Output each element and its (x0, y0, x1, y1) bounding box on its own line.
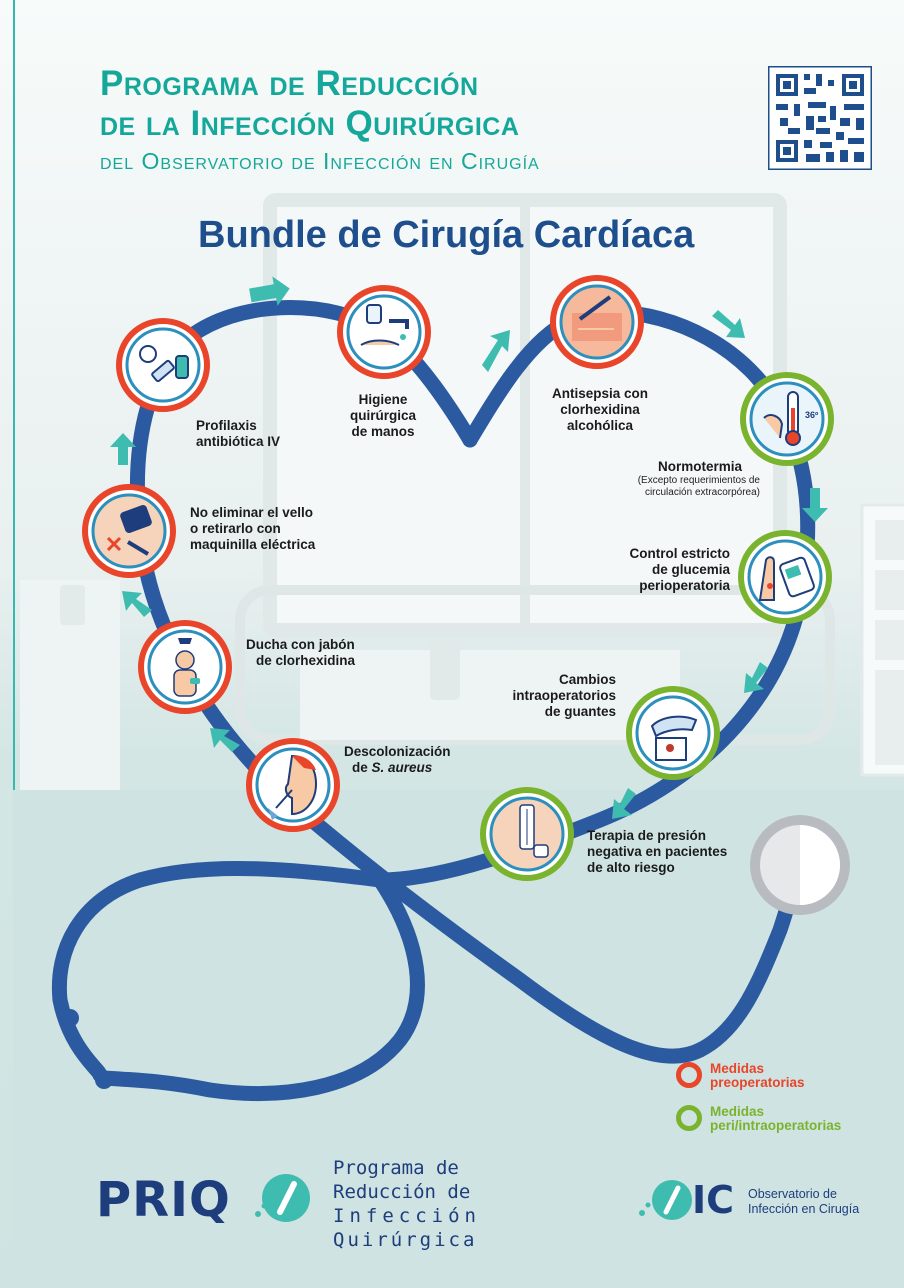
priq-text-line: Infección (333, 1205, 481, 1227)
label-line: de alto riesgo (587, 860, 675, 875)
oic-text-line: Observatorio de (748, 1187, 837, 1201)
poster-title-line2: de la Infección Quirúrgica (100, 104, 520, 143)
label-profilaxis: Profilaxis antibiótica IV (196, 418, 316, 450)
label-ducha: Ducha con jabón de clorhexidina (246, 637, 406, 669)
label-line: Cambios (558, 672, 616, 687)
handwash-icon (337, 285, 431, 379)
legend-periop: Medidas peri/intraoperatorias (710, 1105, 841, 1133)
legend-periop-marker (676, 1105, 702, 1131)
shower-icon (138, 620, 232, 714)
label-descolonizacion: Descolonización de S. aureus (344, 744, 484, 776)
priq-text-line: Quirúrgica (333, 1229, 478, 1251)
legend-line: Medidas (710, 1061, 765, 1076)
label-line: No eliminar el vello (190, 505, 314, 520)
label-line: perioperatoria (639, 578, 730, 593)
poster-title-line1: Programa de Reducción (100, 64, 479, 103)
label-line: Higiene (358, 392, 408, 407)
oic-logo-icon (639, 1180, 692, 1220)
label-line: Ducha con jabón (246, 637, 355, 652)
npwt-icon (480, 787, 574, 881)
label-npwt: Terapia de presión negativa en pacientes… (587, 828, 757, 876)
poster-subtitle: del Observatorio de Infección en Cirugía (100, 148, 540, 174)
label-line: Descolonización (344, 744, 451, 759)
species-name: S. aureus (371, 760, 433, 775)
qr-code-icon (768, 66, 872, 170)
oic-logo: IC (692, 1178, 735, 1222)
label-line: intraoperatorios (512, 688, 616, 703)
label-line: Profilaxis (196, 418, 257, 433)
priq-logo-icon (255, 1174, 310, 1222)
clipper-icon (82, 484, 176, 578)
oic-text-line: Infección en Cirugía (748, 1202, 860, 1216)
glucometer-icon (738, 530, 832, 624)
label-normotermia: Normotermia (657, 459, 742, 474)
gloves-icon (626, 686, 720, 780)
label-line: de manos (351, 424, 415, 439)
priq-text-line: Reducción de (333, 1181, 471, 1203)
label-line: clorhexidina (560, 402, 640, 417)
bundle-title: Bundle de Cirugía Cardíaca (198, 214, 695, 256)
legend-line: Medidas (710, 1104, 765, 1119)
label-line: Control estricto (629, 546, 730, 561)
label-line: maquinilla eléctrica (190, 537, 316, 552)
priq-logo: PRIQ (96, 1172, 231, 1228)
label-line: alcohólica (566, 418, 634, 433)
label-antisepsia: Antisepsia con clorhexidina alcohólica (530, 386, 670, 434)
label-line: de clorhexidina (256, 653, 356, 668)
thermometer-icon (740, 372, 834, 466)
label-line: de S. aureus (344, 760, 484, 776)
note-normotermia: (Excepto requerimientos de circulación e… (520, 475, 760, 499)
legend-preop: Medidas preoperatorias (710, 1062, 805, 1090)
antisepsia-icon (550, 275, 644, 369)
legend-preop-marker (676, 1062, 702, 1088)
label-line: negativa en pacientes (587, 844, 728, 859)
label-line: antibiótica IV (196, 434, 281, 449)
temperature-value: 36º (805, 410, 819, 420)
legend-line: peri/intraoperatorias (710, 1118, 842, 1133)
note-line: (Excepto requerimientos de (637, 475, 760, 486)
label-line: quirúrgica (349, 408, 416, 423)
oic-logo-text: Observatorio de Infección en Cirugía (748, 1187, 859, 1217)
nasal-swab-icon (246, 738, 340, 832)
priq-text-line: Programa de (333, 1157, 459, 1179)
label-line: Terapia de presión (587, 828, 707, 843)
label-guantes: Cambios intraoperatorios de guantes (470, 672, 616, 720)
iv-syringe-icon (116, 318, 210, 412)
label-line: de glucemia (651, 562, 730, 577)
label-line: Antisepsia con (551, 386, 649, 401)
label-line: de guantes (544, 704, 616, 719)
note-line: circulación extracorpórea) (644, 487, 760, 498)
label-vello: No eliminar el vello o retirarlo con maq… (190, 505, 360, 553)
priq-logo-text: Programa de Reducción de Infección Quirú… (333, 1156, 481, 1252)
label-part: de (352, 760, 372, 775)
label-line: o retirarlo con (190, 521, 281, 536)
legend-line: preoperatorias (710, 1075, 805, 1090)
label-higiene: Higiene quirúrgica de manos (318, 392, 448, 440)
label-glucemia: Control estricto de glucemia perioperato… (590, 546, 730, 594)
